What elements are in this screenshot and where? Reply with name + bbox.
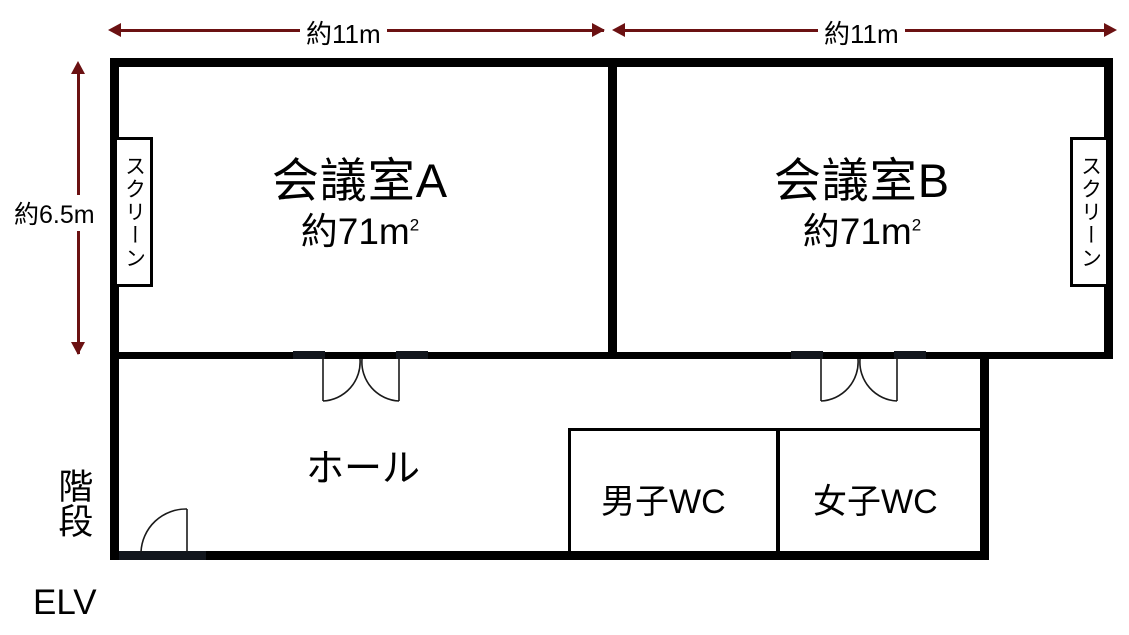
dimension-label-left: 約6.5m — [14, 195, 95, 231]
room-area-meeting-a: 約71m2 — [210, 210, 510, 254]
room-area-superscript-meeting-a: 2 — [409, 215, 420, 235]
dimension-arrowhead-down — [71, 342, 85, 355]
room-title-meeting-b: 会議室B — [773, 154, 951, 207]
door-stairs-jamb — [119, 551, 206, 560]
door-meeting-b-jamb-right — [894, 351, 926, 359]
screen-right-label: スクリーン — [1078, 154, 1102, 270]
room-label-wc-male: 男子WC — [601, 483, 726, 521]
dimension-arrowhead-left — [612, 23, 625, 37]
dimension-arrowhead-up — [71, 61, 85, 74]
dimension-arrowhead-right — [1104, 23, 1117, 37]
room-label-hall: ホール — [306, 448, 421, 490]
dimension-label-top-left: 約11m — [300, 14, 387, 51]
room-area-value-meeting-b: 約71m — [802, 210, 912, 252]
dimension-label-top-right: 約11m — [818, 14, 905, 51]
room-area-superscript-meeting-b: 2 — [911, 215, 922, 235]
dimension-arrowhead-left — [108, 23, 121, 37]
room-label-meeting-b: 会議室B 約71m2 — [712, 154, 1012, 254]
wall-meeting-block-bottom — [110, 352, 1113, 359]
room-title-meeting-a: 会議室A — [271, 154, 449, 207]
dimension-arrowhead-right — [592, 23, 605, 37]
door-meeting-a-jamb-right — [396, 351, 428, 359]
room-area-value-meeting-a: 約71m — [300, 210, 410, 252]
screen-left: スクリーン — [114, 137, 153, 287]
room-label-wc-female: 女子WC — [813, 483, 938, 521]
screen-right: スクリーン — [1070, 137, 1109, 287]
room-wc-female — [777, 428, 988, 558]
wall-meeting-block-divider — [608, 58, 617, 358]
door-meeting-a-jamb-left — [293, 351, 325, 359]
room-area-meeting-b: 約71m2 — [712, 210, 1012, 254]
wall-hall-left — [110, 352, 119, 560]
label-elevator: ELV — [33, 583, 97, 622]
door-meeting-a-swing — [322, 357, 400, 402]
room-label-meeting-a: 会議室A 約71m2 — [210, 154, 510, 254]
door-stairs-swing — [140, 508, 188, 553]
label-stairs-text: 階段 — [53, 468, 93, 538]
door-meeting-b-jamb-left — [791, 351, 823, 359]
wall-hall-right — [980, 352, 989, 560]
door-meeting-b-swing — [820, 357, 898, 402]
label-stairs: 階段 — [50, 468, 94, 549]
wall-hall-bottom — [110, 551, 989, 560]
screen-left-label: スクリーン — [122, 154, 146, 270]
